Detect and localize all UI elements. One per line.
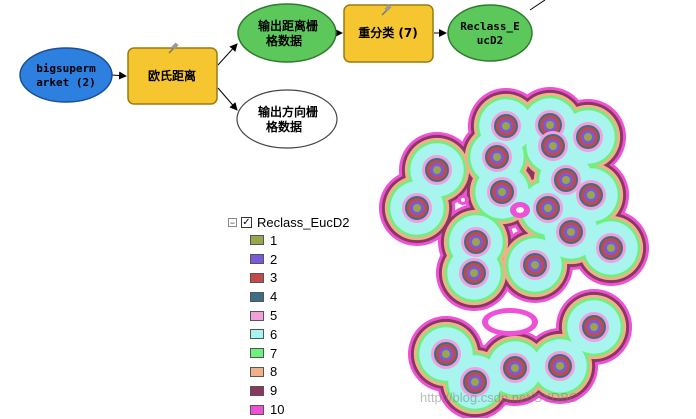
- supermarket-buffer: [487, 177, 517, 207]
- legend-item-1: 1: [228, 231, 358, 250]
- legend-item-9: 9: [228, 381, 358, 400]
- supermarket-buffer: [431, 339, 461, 369]
- supermarket-buffer: [461, 227, 491, 257]
- legend-swatch: [250, 366, 264, 377]
- legend-swatch: [250, 329, 264, 340]
- legend-label: 5: [270, 308, 278, 324]
- legend-label: 4: [270, 289, 278, 305]
- output-distance-label-line1: 输出距离栅: [258, 18, 318, 33]
- output-direction-label-line1: 输出方向栅: [258, 104, 318, 119]
- input-node-label-line2: arket (2): [36, 76, 96, 89]
- watermark: http://blog.csdn.net/SYDBC: [420, 390, 579, 405]
- output-direction-label-line2: 格数据: [266, 119, 302, 134]
- supermarket-buffer: [459, 258, 489, 288]
- legend-swatch: [250, 404, 264, 415]
- layer-visibility-checkbox[interactable]: ✓: [241, 216, 252, 228]
- raster-hole: [488, 313, 532, 331]
- legend-item-4: 4: [228, 287, 358, 306]
- connector-tool1-to-direction: [217, 87, 238, 111]
- supermarket-buffer: [576, 180, 606, 210]
- legend-label: 2: [270, 251, 278, 267]
- supermarket-buffer: [556, 217, 586, 247]
- legend-item-2: 2: [228, 250, 358, 269]
- connector-tool1-to-distance: [217, 43, 238, 66]
- legend-label: 3: [270, 270, 278, 286]
- input-node[interactable]: bigsuperm arket (2): [19, 47, 113, 103]
- legend-header: − ✓ Reclass_EucD2: [228, 213, 358, 231]
- supermarket-buffer: [533, 193, 563, 223]
- model-connectors: [111, 0, 546, 111]
- supermarket-buffer: [538, 131, 568, 161]
- legend-swatch: [250, 272, 264, 283]
- legend-swatch: [250, 310, 264, 321]
- supermarket-buffer: [422, 155, 452, 185]
- supermarket-buffer: [482, 142, 512, 172]
- legend-label: 7: [270, 345, 278, 361]
- legend-swatch: [250, 385, 264, 396]
- supermarket-buffer: [545, 351, 575, 381]
- supermarket-buffer: [573, 122, 603, 152]
- raster-zone-6: [390, 98, 638, 409]
- tool1-label: 欧氏距离: [148, 68, 196, 83]
- tool-euclidean-distance[interactable]: 欧氏距离: [127, 42, 218, 105]
- legend-swatch: [250, 348, 264, 359]
- supermarket-buffer: [520, 250, 550, 280]
- hammer-icon: [381, 4, 392, 16]
- legend-label: 9: [270, 383, 278, 399]
- connector-reclass-offscreen: [529, 0, 546, 11]
- collapse-toggle-icon[interactable]: −: [228, 217, 237, 228]
- connector-input-to-tool1: [111, 71, 127, 80]
- raster-hole: [461, 198, 465, 202]
- legend-swatch: [250, 254, 264, 265]
- input-node-label-line1: bigsuperm: [36, 62, 96, 75]
- legend-label: 6: [270, 326, 278, 342]
- raster-hole: [516, 207, 524, 213]
- supermarket-buffer: [551, 165, 581, 195]
- legend-label: 8: [270, 364, 278, 380]
- tool2-label: 重分类 (7): [358, 25, 418, 40]
- legend-label: 10: [270, 402, 285, 418]
- legend-item-7: 7: [228, 344, 358, 363]
- legend-item-3: 3: [228, 269, 358, 288]
- legend-title: Reclass_EucD2: [257, 214, 350, 230]
- legend-item-10: 10: [228, 400, 358, 419]
- output-reclass-node[interactable]: Reclass_E ucD2: [447, 4, 533, 62]
- output-reclass-label-line1: Reclass_E: [460, 20, 520, 33]
- tool-reclassify[interactable]: 重分类 (7): [343, 4, 434, 63]
- supermarket-buffer: [460, 367, 490, 397]
- supermarket-buffer: [500, 353, 530, 383]
- supermarket-buffer: [579, 312, 609, 342]
- supermarket-buffer: [535, 110, 565, 140]
- output-distance-label-line2: 格数据: [266, 33, 302, 48]
- hammer-icon: [168, 42, 179, 54]
- supermarket-buffer: [596, 233, 626, 263]
- legend-swatch: [250, 291, 264, 302]
- output-distance-node[interactable]: 输出距离栅 格数据: [237, 3, 337, 63]
- legend-swatch: [250, 235, 264, 246]
- legend-item-6: 6: [228, 325, 358, 344]
- supermarket-buffer: [402, 193, 432, 223]
- output-direction-node[interactable]: 输出方向栅 格数据: [236, 89, 338, 149]
- supermarket-buffer: [491, 111, 521, 141]
- output-reclass-label-line2: ucD2: [477, 34, 504, 47]
- map-legend: − ✓ Reclass_EucD2 1 2 3 4 5 6 7 8 9 10: [228, 213, 358, 419]
- legend-label: 1: [270, 232, 278, 248]
- reclass-raster-map: [370, 80, 660, 418]
- legend-item-5: 5: [228, 306, 358, 325]
- legend-item-8: 8: [228, 363, 358, 382]
